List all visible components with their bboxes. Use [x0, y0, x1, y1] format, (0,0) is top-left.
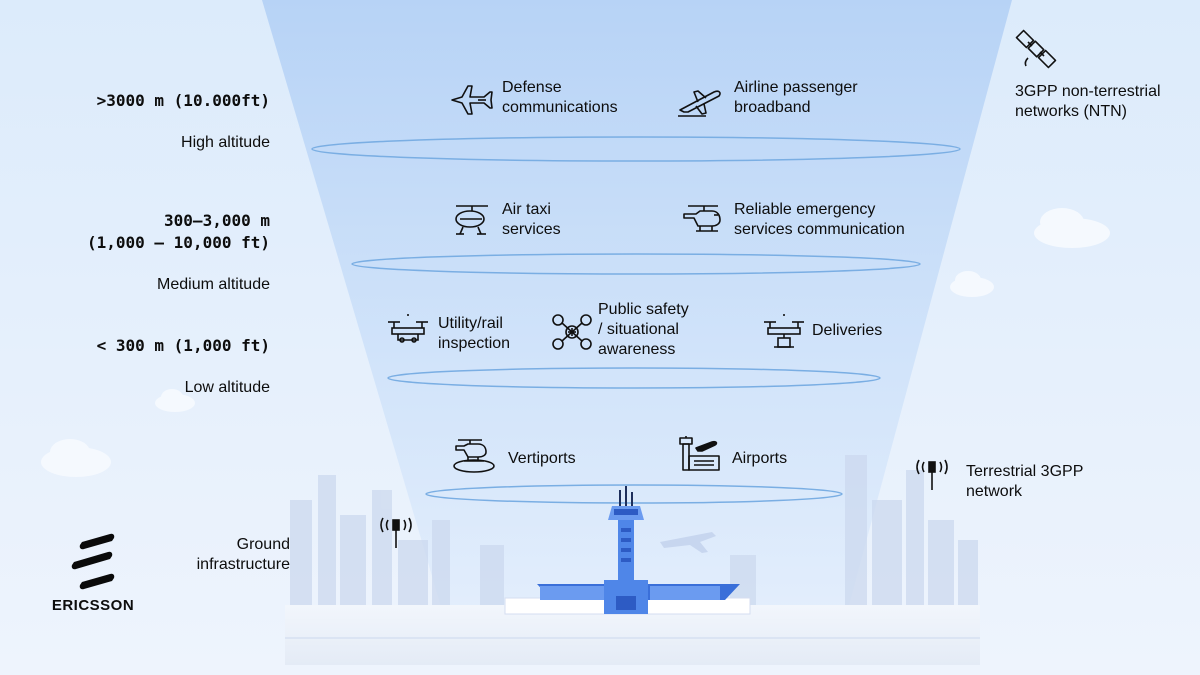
use-case-airline: Airline passenger broadband: [734, 79, 858, 116]
plane-silhouette: [660, 532, 716, 553]
use-case-emergency: Reliable emergency services communicatio…: [734, 201, 905, 238]
brand-name: ERICSSON: [51, 597, 135, 614]
vertiport-icon: [450, 436, 498, 476]
ground: [285, 605, 980, 665]
quadcopter-icon: [548, 312, 596, 352]
ntn-label: 3GPP non-terrestrial networks (NTN): [1015, 83, 1161, 120]
use-case-airports: Airports: [732, 450, 788, 467]
airliner-icon: [676, 80, 724, 120]
altitude-low: < 300 m (1,000 ft) Low altitude: [40, 315, 270, 419]
drone-icon: [384, 312, 432, 352]
altitude-high: >3000 m (10.000ft) High altitude: [40, 70, 270, 174]
altitude-range: 300—3,000 m (1,000 – 10,000 ft): [86, 211, 270, 252]
antenna-icon: [376, 516, 416, 550]
antenna-icon: [912, 458, 952, 492]
ground-infrastructure-label: Ground infrastructure: [196, 536, 290, 573]
city-skyline: [290, 455, 978, 620]
fighter-jet-icon: [448, 80, 496, 120]
altitude-range: >3000 m (10.000ft): [96, 91, 270, 110]
helicopter-icon: [678, 200, 726, 240]
airport-icon: [676, 434, 724, 474]
altitude-label: Medium altitude: [157, 276, 270, 293]
altitude-medium: 300—3,000 m (1,000 – 10,000 ft) Medium a…: [40, 190, 270, 316]
ericsson-logo-icon: [46, 532, 140, 616]
use-case-deliveries: Deliveries: [812, 322, 883, 339]
use-case-air-taxi: Air taxi services: [502, 201, 561, 238]
satellite-icon: [1014, 28, 1058, 70]
altitude-label: High altitude: [181, 134, 270, 151]
terrestrial-label: Terrestrial 3GPP network: [966, 463, 1084, 500]
use-case-defense: Defense communications: [502, 79, 618, 116]
control-tower: [504, 486, 751, 615]
altitude-rings: [311, 136, 961, 504]
altitude-range: < 300 m (1,000 ft): [96, 336, 270, 355]
clouds: [41, 208, 1110, 477]
use-case-vertiports: Vertiports: [508, 450, 576, 467]
air-taxi-icon: [448, 200, 496, 240]
use-case-utility: Utility/rail inspection: [438, 315, 511, 352]
coverage-funnel: [262, 0, 1012, 620]
delivery-drone-icon: [760, 312, 808, 352]
use-case-public-safety: Public safety / situational awareness: [598, 301, 689, 358]
altitude-label: Low altitude: [184, 379, 270, 396]
